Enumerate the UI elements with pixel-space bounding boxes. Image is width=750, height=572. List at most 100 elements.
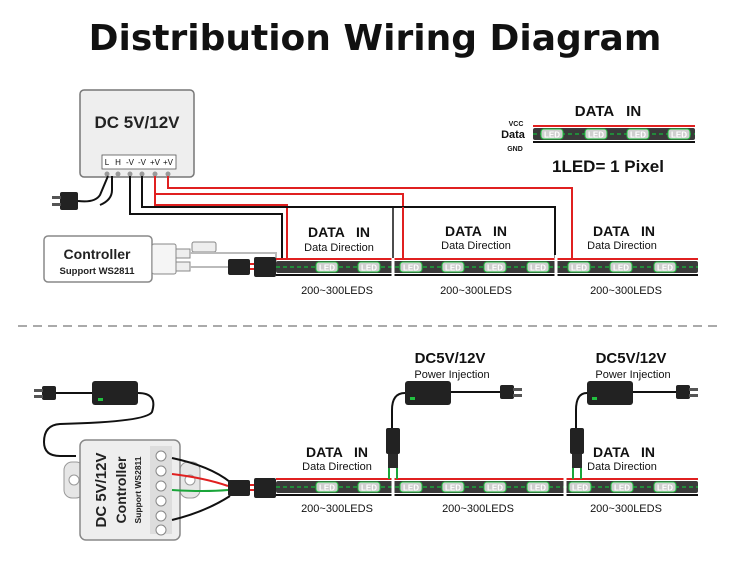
bottom-box-line2: Controller: [113, 456, 129, 523]
top-seg3-data-in: DATA IN: [593, 223, 655, 239]
legend-vcc-label: VCC: [509, 121, 524, 128]
terminal-screw: [155, 495, 167, 507]
led-chip-label: LED: [403, 484, 419, 493]
led-chip: LED: [626, 128, 650, 140]
bottom-left-adapter: [34, 381, 155, 457]
led-chip: LED: [667, 128, 691, 140]
led-chip-label: LED: [445, 484, 461, 493]
led-chip: LED: [568, 481, 592, 493]
led-chip: LED: [526, 481, 550, 493]
top-wires: [129, 176, 573, 258]
bottom-seg3-direction: Data Direction: [587, 461, 657, 473]
top-seg2-data-in: DATA IN: [445, 223, 507, 239]
led-chip: LED: [540, 128, 564, 140]
bottom-seg3-data-in: DATA IN: [593, 444, 655, 460]
top-controller: Controller Support WS2811: [43, 235, 277, 283]
top-controller-subtitle: Support WS2811: [60, 266, 136, 277]
terminal-screw: [155, 524, 167, 536]
led-chip: LED: [584, 128, 608, 140]
top-seg3-direction: Data Direction: [587, 240, 657, 252]
power-injector-1: DC5V/12V Power Injection: [386, 350, 522, 479]
led-chip: LED: [357, 261, 381, 273]
top-psu-label: DC 5V/12V: [94, 113, 180, 132]
bottom-output-wires: [171, 457, 231, 521]
led-chip: LED: [653, 261, 677, 273]
legend-gnd-label: GND: [507, 146, 523, 153]
led-chip-label: LED: [361, 264, 377, 273]
led-chip-label: LED: [487, 264, 503, 273]
pixel-legend: DATA IN VCC Data GND LED LED LED LED 1LED= …: [501, 103, 695, 176]
terminal-label: +V: [150, 158, 161, 167]
top-seg1-direction: Data Direction: [304, 242, 374, 254]
led-chip-label: LED: [403, 264, 419, 273]
top-psu-terminals: L H -V -V +V +V: [101, 154, 177, 177]
terminal-screw: [155, 465, 167, 477]
terminal-screw: [155, 480, 167, 492]
injector2-subtitle: Power Injection: [595, 369, 670, 381]
top-seg2-direction: Data Direction: [441, 240, 511, 252]
bottom-box-line3: Support WS2811: [133, 456, 143, 523]
led-chip-label: LED: [571, 264, 587, 273]
led-chip-label: LED: [544, 131, 560, 140]
diagram-title: Distribution Wiring Diagram: [89, 18, 662, 59]
bottom-box-line1: DC 5V/12V: [93, 452, 110, 527]
bottom-seg2-count: 200~300LEDS: [442, 503, 514, 515]
led-chip: LED: [399, 481, 423, 493]
legend-data-in: DATA IN: [575, 103, 641, 120]
led-chip: LED: [315, 261, 339, 273]
top-seg1-count: 200~300LEDS: [301, 285, 373, 297]
led-chip-label: LED: [530, 484, 546, 493]
terminal-label: H: [115, 158, 121, 167]
led-chip-label: LED: [445, 264, 461, 273]
led-chip: LED: [315, 481, 339, 493]
led-chip-label: LED: [588, 131, 604, 140]
led-chip: LED: [441, 261, 465, 273]
injector1-subtitle: Power Injection: [414, 369, 489, 381]
led-chip: LED: [483, 481, 507, 493]
led-chip: LED: [610, 481, 634, 493]
led-chip-label: LED: [657, 484, 673, 493]
top-led-chips: LED LED LED LED LED LED LED LED LED: [315, 261, 677, 273]
led-chip-label: LED: [530, 264, 546, 273]
led-chip-label: LED: [319, 264, 335, 273]
terminal-screw: [155, 510, 167, 522]
top-seg1-data-in: DATA IN: [308, 224, 370, 240]
top-power-supply: DC 5V/12V L H -V -V +V +V: [79, 89, 195, 178]
led-chip-label: LED: [657, 264, 673, 273]
power-injector-2: DC5V/12V Power Injection: [570, 350, 698, 479]
terminal-label: -V: [126, 158, 135, 167]
led-chip: LED: [609, 261, 633, 273]
top-seg2-count: 200~300LEDS: [440, 285, 512, 297]
led-chip-label: LED: [487, 484, 503, 493]
terminal-label: +V: [163, 158, 174, 167]
legend-pixel-note: 1LED= 1 Pixel: [552, 157, 664, 176]
top-seg3-count: 200~300LEDS: [590, 285, 662, 297]
top-strip-connector: [228, 257, 276, 277]
injector2-title: DC5V/12V: [596, 350, 667, 367]
top-segment-frames: [287, 206, 556, 258]
led-chip: LED: [526, 261, 550, 273]
bottom-seg3-count: 200~300LEDS: [590, 503, 662, 515]
top-led-strip: LED LED LED LED LED LED LED LED LED: [276, 255, 698, 280]
bottom-seg1-data-in: DATA IN: [306, 444, 368, 460]
top-controller-title: Controller: [64, 246, 131, 262]
top-mains-plug-icon: [52, 175, 113, 210]
led-chip-label: LED: [614, 484, 630, 493]
bottom-seg1-count: 200~300LEDS: [301, 503, 373, 515]
terminal-label: L: [105, 158, 110, 167]
led-chip-label: LED: [671, 131, 687, 140]
led-chip: LED: [567, 261, 591, 273]
led-chip: LED: [399, 261, 423, 273]
terminal-screw: [155, 450, 167, 462]
bottom-seg1-direction: Data Direction: [302, 461, 372, 473]
bottom-controller-terminals: [155, 450, 167, 536]
led-chip-label: LED: [319, 484, 335, 493]
bottom-strip-connector: [228, 478, 276, 498]
led-chip-label: LED: [613, 264, 629, 273]
led-chip-label: LED: [630, 131, 646, 140]
legend-data-label: Data: [501, 129, 526, 141]
